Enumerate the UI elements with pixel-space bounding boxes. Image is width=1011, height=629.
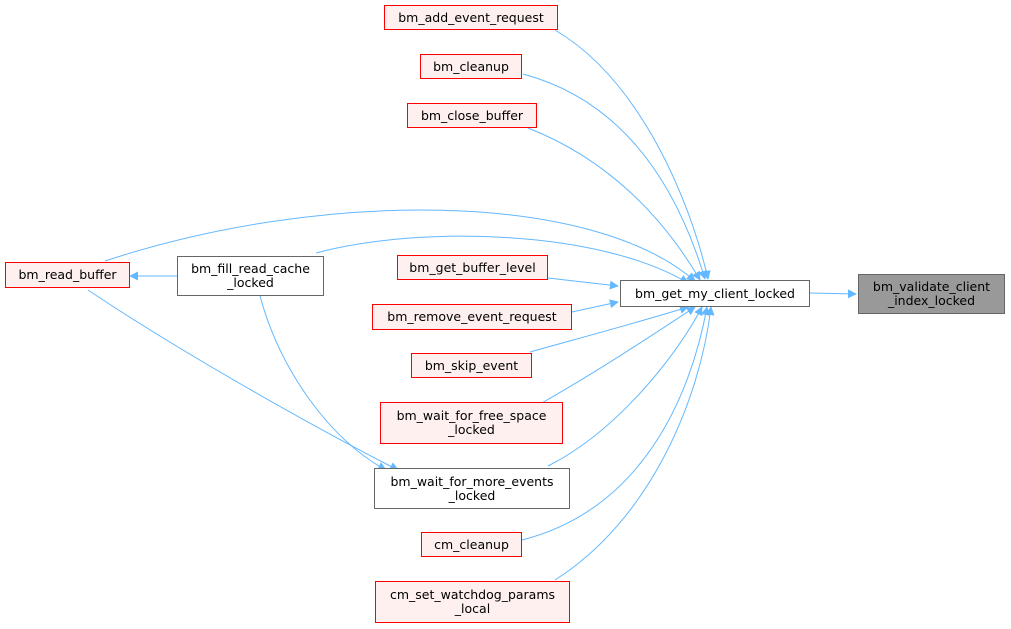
node-label: bm_get_my_client_locked	[635, 285, 795, 301]
node-bm-skip-event[interactable]: bm_skip_event	[411, 353, 532, 378]
node-label-line-2: _locked	[227, 275, 274, 290]
node-label: bm_cleanup	[433, 58, 509, 74]
edge-wait-for-more-events-to-get-my-client	[547, 306, 703, 467]
edge-cm-set-watchdog-to-get-my-client	[554, 306, 715, 581]
node-label: bm_close_buffer	[420, 107, 524, 123]
node-label-line-1: bm_fill_read_cache	[191, 261, 310, 276]
node-label: bm_add_event_request	[398, 9, 544, 25]
edge-fill-read-cache-to-wait-for-more-events	[259, 295, 387, 471]
node-bm-wait-for-free-space-locked[interactable]: bm_wait_for_free_space _locked	[380, 402, 563, 444]
node-label: bm_get_buffer_level	[409, 259, 536, 275]
node-bm-close-buffer[interactable]: bm_close_buffer	[407, 103, 537, 128]
edge-add-event-request-to-get-my-client	[554, 29, 711, 280]
node-bm-wait-for-more-events-locked[interactable]: bm_wait_for_more_events _locked	[374, 468, 570, 509]
node-bm-add-event-request[interactable]: bm_add_event_request	[384, 5, 558, 30]
node-label-line-1: cm_set_watchdog_params	[389, 587, 556, 602]
node-label: bm_read_buffer	[18, 267, 117, 282]
node-label-line-1: bm_validate_client	[872, 279, 991, 294]
node-cm-cleanup[interactable]: cm_cleanup	[421, 532, 522, 557]
node-bm-get-my-client-locked[interactable]: bm_get_my_client_locked	[620, 280, 810, 307]
node-bm-validate-client-index-locked: bm_validate_client _index_locked	[858, 274, 1005, 314]
node-bm-remove-event-request[interactable]: bm_remove_event_request	[372, 304, 572, 330]
edge-get-my-client-to-validate-client	[809, 289, 857, 299]
edge-close-buffer-to-get-my-client	[527, 127, 701, 281]
node-label-line-2: _local	[454, 601, 491, 616]
edge-cm-cleanup-to-get-my-client	[521, 306, 710, 541]
node-label: cm_cleanup	[434, 536, 509, 552]
node-bm-fill-read-cache-locked[interactable]: bm_fill_read_cache _locked	[177, 256, 324, 296]
edge-read-buffer-to-get-my-client	[104, 209, 696, 282]
node-label-line-2: _index_locked	[887, 293, 976, 308]
edge-get-buffer-level-to-get-my-client	[547, 277, 619, 290]
edge-read-buffer-to-wait-for-more-events	[87, 289, 399, 471]
node-bm-read-buffer[interactable]: bm_read_buffer	[5, 262, 130, 288]
edge-remove-event-request-to-get-my-client	[571, 299, 619, 313]
node-label-line-2: _locked	[448, 487, 496, 503]
edge-skip-event-to-get-my-client	[529, 305, 689, 353]
edge-cleanup-to-get-my-client	[522, 73, 707, 280]
node-label-line-1: bm_wait_for_free_space	[396, 408, 547, 423]
node-bm-get-buffer-level[interactable]: bm_get_buffer_level	[397, 255, 548, 280]
node-label: bm_remove_event_request	[387, 309, 557, 324]
node-label: bm_skip_event	[424, 357, 519, 373]
edge-wait-for-free-space-to-get-my-client	[539, 306, 696, 405]
node-label-line-1: bm_wait_for_more_events	[390, 473, 554, 489]
node-label-line-2: _locked	[448, 422, 495, 437]
node-bm-cleanup[interactable]: bm_cleanup	[420, 54, 522, 79]
edge-fill-read-cache-to-get-my-client	[315, 235, 689, 284]
node-cm-set-watchdog-params-local[interactable]: cm_set_watchdog_params _local	[375, 581, 570, 623]
